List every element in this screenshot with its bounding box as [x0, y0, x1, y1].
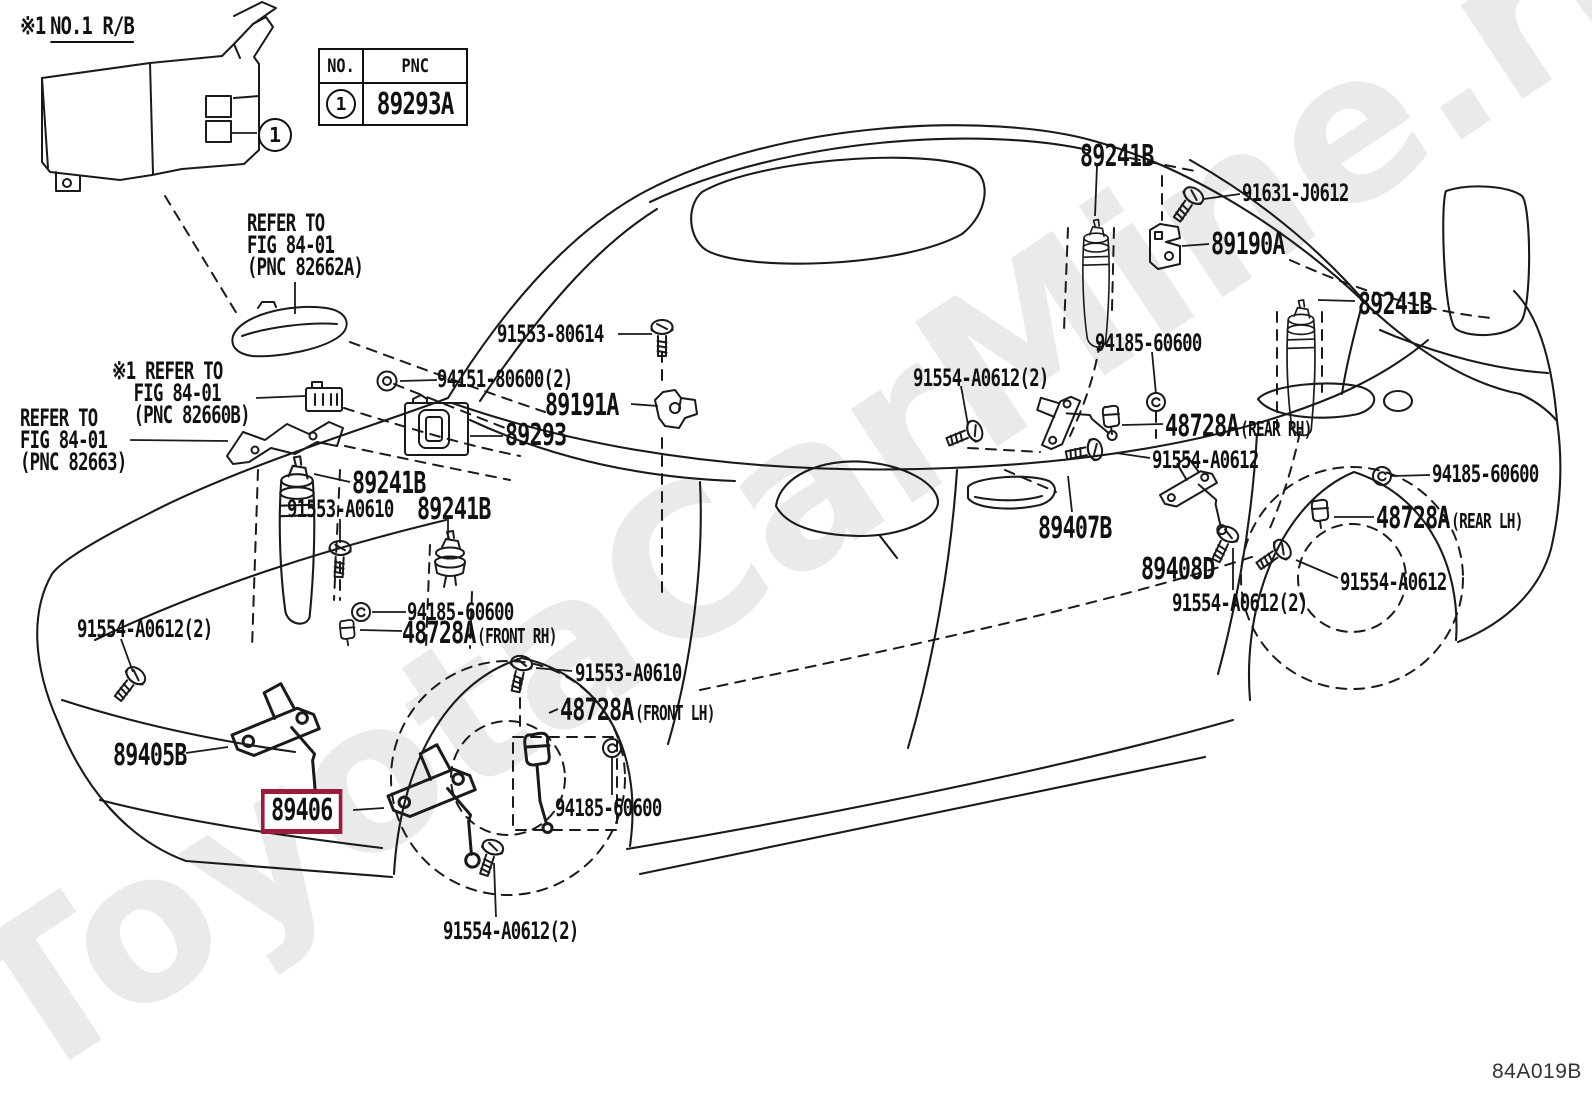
part-label: 91553-80614 [497, 320, 604, 348]
part-icons [41, 1, 1392, 881]
refer-note-82662a: REFER TO FIG 84-01 (PNC 82662A) [247, 209, 364, 281]
part-label: 91631-J0612 [1242, 179, 1349, 207]
refer-note-82660b: ※1 REFER TO FIG 84-01 (PNC 82660B) [112, 357, 251, 429]
part-label: 94185-60600 [407, 598, 514, 626]
clip-icon [1310, 498, 1330, 529]
circled-number: 1 [326, 89, 356, 119]
ecu-89293-icon [404, 394, 469, 456]
nut-icon [376, 370, 398, 392]
part-label: 48728A(REAR RH) [1165, 412, 1312, 442]
screw-icon [650, 319, 674, 357]
refer-note-82663: REFER TO FIG 84-01 (PNC 82663) [20, 404, 127, 476]
legend-pnc-cell: 89293A [361, 82, 469, 126]
part-label: 91554-A0612(2) [443, 917, 579, 945]
part-label: 89407B [1038, 511, 1112, 546]
figure-code: 84A019B [1492, 1060, 1582, 1083]
sensor-89191a-icon [654, 389, 698, 429]
part-label: 89293 [505, 418, 567, 453]
fuse-box-icon [41, 1, 277, 192]
part-label-highlighted: 89406 [261, 789, 343, 834]
part-label-suffix: (REAR LH) [1451, 509, 1523, 533]
part-label: 48728A(FRONT RH) [402, 619, 557, 649]
part-label: 89241B [417, 492, 491, 527]
screw-icon [108, 662, 150, 706]
legend-header-pnc: PNC [372, 48, 458, 84]
part-label: 48728A(FRONT LH) [560, 696, 715, 726]
clip-icon [338, 619, 356, 647]
legend-data-row: 1 89293A [318, 82, 469, 126]
legend-header-row: NO. PNC [319, 48, 467, 84]
part-label: 91554-A0612 [1152, 446, 1259, 474]
legend-table: NO. PNC 1 89293A [318, 48, 469, 126]
car-body-line-art [36, 124, 1562, 879]
sensor-89241b-icon [434, 530, 466, 588]
part-label: 89241B [352, 466, 426, 501]
dashed-construction-lines [164, 157, 1493, 896]
part-label: 89191A [545, 388, 619, 423]
note-title: NO.1 R/B [50, 12, 135, 43]
grommet-icon [1372, 466, 1392, 486]
engine-cover-icon [231, 301, 348, 358]
air-strut-front-icon [278, 455, 316, 625]
bracket-icon [226, 421, 344, 465]
part-label: 94185-60600 [555, 794, 662, 822]
grommet-icon [351, 602, 371, 622]
part-number: 48728A [1165, 409, 1239, 444]
part-number: 48728A [560, 693, 634, 728]
part-label-suffix: (FRONT LH) [635, 701, 715, 725]
part-label: 91554-A0612(2) [77, 615, 213, 643]
part-number: 48728A [402, 616, 476, 651]
part-label: 91553-A0610 [575, 659, 682, 687]
part-label: 91554-A0612 [1340, 568, 1447, 596]
part-label: 91554-A0612(2) [1172, 589, 1308, 617]
part-label: 94151-80600(2) [437, 365, 573, 393]
note-prefix: ※1 [20, 12, 46, 40]
bracket-89190a-icon [1149, 223, 1181, 270]
part-label: 48728A(REAR LH) [1376, 504, 1523, 534]
part-label: 89408D [1141, 552, 1215, 587]
legend-no-cell: 1 [318, 82, 364, 126]
part-label-suffix: (FRONT RH) [477, 624, 557, 648]
part-label: 94185-60600 [1432, 460, 1539, 488]
part-label-suffix: (REAR RH) [1240, 417, 1312, 441]
part-label: 89405B [113, 738, 187, 773]
legend-header-no: NO. [322, 48, 360, 84]
highlight-box: 89406 [261, 789, 343, 834]
part-number: 48728A [1376, 501, 1450, 536]
part-label: 89190A [1211, 227, 1285, 262]
leader-lines [120, 132, 1431, 918]
connector-icon [305, 381, 343, 412]
part-label: 91554-A0612(2) [913, 364, 1049, 392]
part-label: 89241B [1358, 287, 1432, 322]
clip-front-lh-icon [523, 731, 554, 834]
part-label: 89241B [1080, 139, 1154, 174]
part-label: 94185-60600 [1095, 329, 1202, 357]
part-label: 91553-A0610 [287, 495, 394, 523]
callout-circle: 1 [258, 118, 292, 152]
